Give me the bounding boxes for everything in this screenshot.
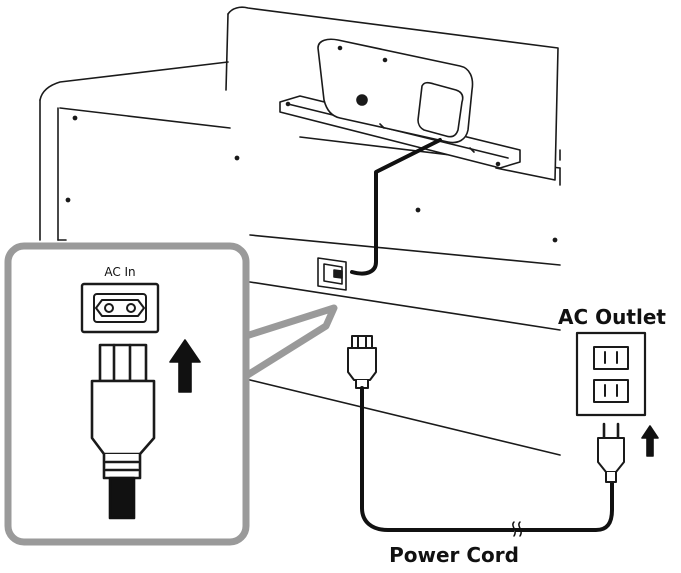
wall-outlet-icon bbox=[575, 331, 647, 417]
small-connector-plug bbox=[347, 335, 377, 389]
power-cord bbox=[347, 335, 625, 537]
piano-body bbox=[39, 61, 561, 456]
zoom-callout bbox=[4, 242, 338, 546]
power-inlet-icon bbox=[80, 282, 160, 334]
connector-plug-icon bbox=[90, 343, 156, 520]
ac-outlet-label: AC Outlet bbox=[558, 305, 666, 329]
up-arrow-icon-outlet bbox=[641, 425, 659, 457]
ac-in-label: AC In bbox=[104, 265, 135, 279]
up-arrow-icon bbox=[169, 339, 201, 393]
piano-inlet bbox=[317, 257, 347, 291]
power-plug-icon bbox=[597, 422, 625, 483]
music-rest bbox=[225, 6, 559, 181]
internal-cable bbox=[350, 138, 442, 276]
power-cord-label: Power Cord bbox=[389, 543, 519, 567]
